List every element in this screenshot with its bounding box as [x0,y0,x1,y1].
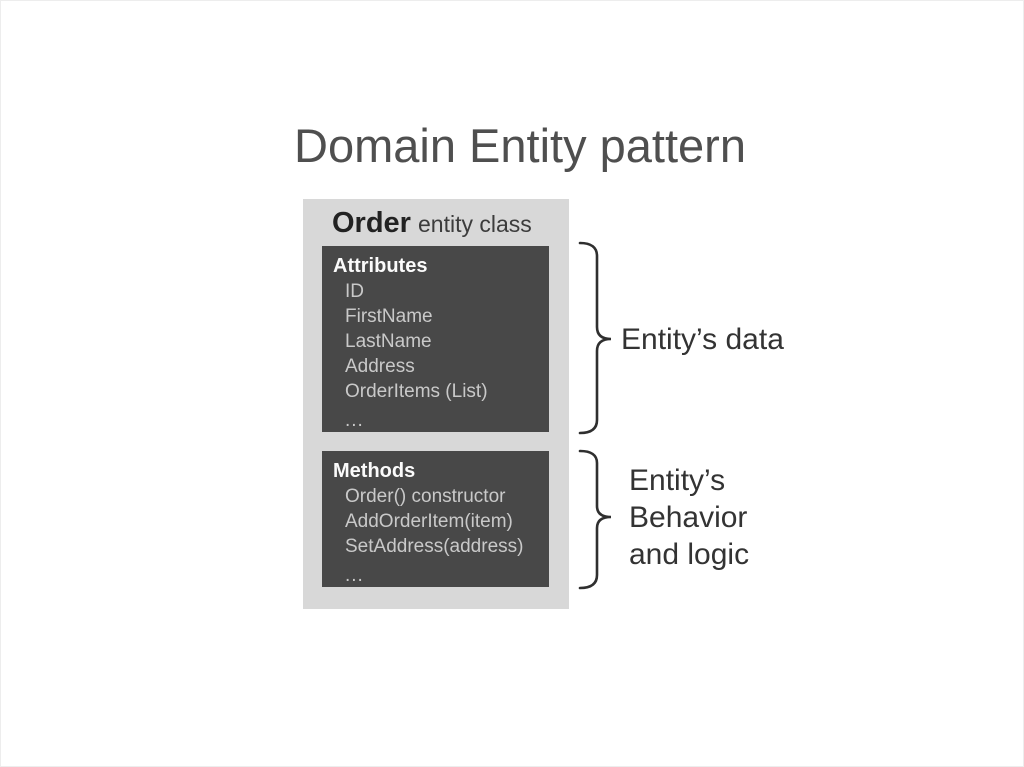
attribute-item: FirstName [345,306,433,327]
attributes-ellipsis: ... [345,410,364,431]
attribute-item: LastName [345,331,432,352]
attribute-item: OrderItems (List) [345,381,488,402]
attribute-item: ID [345,281,364,302]
entity-name: Order [332,207,411,239]
methods-ellipsis: ... [345,565,364,586]
curly-braces-icon [578,241,612,590]
method-item: Order() constructor [345,486,506,507]
method-item: AddOrderItem(item) [345,511,513,532]
methods-section: Methods Order() constructor AddOrderItem… [322,451,549,587]
entity-name-suffix: entity class [417,211,532,237]
methods-heading: Methods [333,460,416,482]
annotation-entity-data: Entity’s data [621,323,784,356]
slide-title: Domain Entity pattern [294,119,746,172]
annotation-line: and logic [629,538,750,571]
annotation-entity-behavior: Entity’s Behavior and logic [629,462,749,573]
method-item: SetAddress(address) [345,536,524,557]
brace-attributes [578,241,612,435]
attributes-heading: Attributes [333,255,428,277]
attribute-item: Address [345,356,415,377]
annotation-line: Behavior [629,501,748,534]
brace-methods [578,449,612,590]
attributes-section: Attributes ID FirstName LastName Address… [322,246,549,432]
annotation-line: Entity’s [629,464,726,497]
